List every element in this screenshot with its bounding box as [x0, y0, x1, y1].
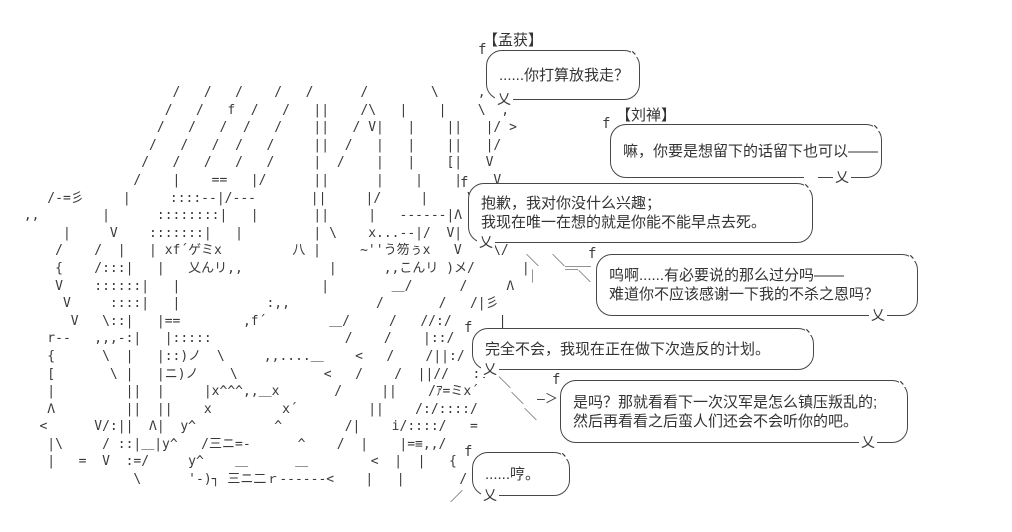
dialogue-line: 然后再看看之后蛮人们还会不会听你的吧。: [573, 412, 859, 430]
dialogue-line: 完全不会，我现在正在做下次造反的计划。: [485, 340, 771, 358]
bubble-corner-glyph: 、: [631, 42, 645, 58]
speech-bubble-1: f 、 乂 ......你打算放我走？: [478, 43, 645, 107]
dialogue-line: ......哼。: [485, 465, 541, 483]
speaker-name-liushan: 【刘禅】: [616, 107, 677, 124]
bubble-tail-glyph: 乂: [833, 170, 851, 186]
dialogue-line: 是吗？那就看看下一次汉军是怎么镇压叛乱的;: [573, 393, 878, 411]
bubble-corner-glyph: 、: [899, 372, 913, 388]
bubble-tail-glyph: 乂: [495, 92, 513, 108]
ascii-fragment-slash: ／: [450, 490, 464, 505]
speech-bubble-4: f 、 乂 呜啊......有必要说的那么过分吗—— 难道你不应该感谢一下我的不…: [588, 247, 923, 323]
bubble-corner-glyph: f: [602, 116, 611, 132]
speech-bubble-5: f 、 乂 完全不会，我现在正在做下次造反的计划。: [464, 321, 819, 377]
bubble-tail-glyph: 乂: [859, 435, 877, 451]
bubble-corner-glyph: f: [464, 320, 473, 336]
bubble-corner-glyph: f: [588, 246, 597, 262]
bubble-corner-glyph: 、: [873, 116, 887, 132]
bubble-tail-glyph: 乂: [477, 235, 495, 251]
bubble-corner-glyph: f: [478, 42, 487, 58]
bubble-corner-glyph: 、: [561, 444, 575, 460]
bubble-tail-glyph: 乂: [869, 308, 887, 324]
dialogue-line: 我现在唯一在想的就是你能不能早点去死。: [481, 214, 767, 231]
ascii-fragment-connector: ＼ ＼ ―＞ ＼: [498, 376, 558, 423]
speaker-name-menghuo: 【孟获】: [483, 32, 544, 49]
speech-bubble-6: f 、 乂 是吗？那就看看下一次汉军是怎么镇压叛乱的; 然后再看看之后蛮人们还会…: [552, 373, 913, 450]
speech-bubble-3: f 、 乂 抱歉，我对你没什么兴趣； 我现在唯一在想的就是你能不能早点去死。: [460, 176, 818, 250]
bubble-corner-glyph: f: [460, 175, 469, 191]
bubble-corner-glyph: f: [552, 372, 561, 388]
bubble-corner-glyph: f: [464, 444, 473, 460]
bubble-corner-glyph: 、: [804, 175, 818, 191]
bubble-corner-glyph: 、: [909, 246, 923, 262]
ascii-art-figure: / / / / / / \ , / / f / / || /\ | | \ , …: [23, 85, 530, 488]
speech-bubble-2: f 、 乂 嘛，你要是想留下的话留下也可以——: [602, 117, 887, 185]
dialogue-line: 抱歉，我对你没什么兴趣；: [481, 195, 662, 212]
dialogue-line: ......你打算放我走？: [499, 66, 630, 84]
ascii-fragment-arm: ＼ ＼＿＿ ｜ ￣＼: [526, 254, 592, 285]
bubble-corner-glyph: 、: [805, 320, 819, 336]
dialogue-line: 呜啊......有必要说的那么过分吗——: [609, 267, 845, 284]
bubble-tail-glyph: 乂: [481, 362, 499, 378]
speech-bubble-7: f 、 乂 ......哼。: [464, 445, 575, 503]
dialogue-line: 难道你不应该感谢一下我的不杀之恩吗？: [609, 286, 880, 303]
dialogue-line: 嘛，你要是想留下的话留下也可以——: [623, 142, 879, 160]
bubble-tail-glyph: 乂: [481, 488, 499, 504]
